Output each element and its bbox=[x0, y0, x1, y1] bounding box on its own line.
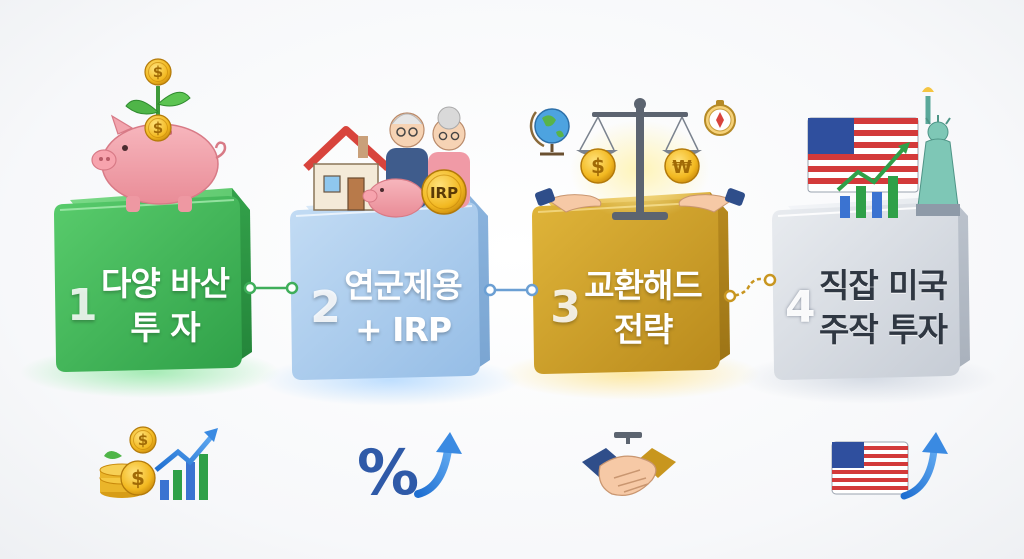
step-4-label: 4 직잡 미국 주작 투자 bbox=[756, 264, 976, 352]
percent-up-arrow-icon: % bbox=[357, 432, 462, 509]
step-1-cube bbox=[54, 188, 252, 372]
step-4-title-line1: 직잡 미국 bbox=[819, 266, 948, 305]
step-1-label: 1 다양 바산 투 자 bbox=[38, 262, 258, 350]
step-3-title-line1: 교환해드 bbox=[584, 266, 702, 305]
us-flag-up-arrow-icon bbox=[831, 432, 948, 500]
dollar-coin-text: $ bbox=[591, 154, 605, 178]
step-2-title-line2: + IRP bbox=[354, 310, 452, 349]
step-1-title-line1: 다양 바산 bbox=[101, 264, 230, 303]
us-flag-top bbox=[807, 117, 919, 193]
step-3-label: 3 교환해드 전략 bbox=[516, 264, 736, 352]
step-3-title-line2: 전략 bbox=[613, 310, 674, 349]
svg-text:$: $ bbox=[153, 119, 163, 137]
connector-2-3 bbox=[483, 283, 539, 297]
step-2-title-line1: 연군제용 bbox=[344, 266, 462, 305]
piggy-bank-money-plant-icon: $ $ bbox=[91, 58, 227, 212]
us-flag-statue-of-liberty-chart-icon bbox=[807, 87, 960, 218]
connector-3-4 bbox=[723, 273, 777, 303]
percent-symbol: % bbox=[357, 436, 419, 509]
svg-text:$: $ bbox=[153, 63, 163, 81]
step-3-number: 3 bbox=[550, 282, 581, 333]
coins-growth-chart-icon: $ $ bbox=[99, 426, 218, 500]
house-retired-couple-piggy-bank-icon: IRP bbox=[303, 106, 470, 218]
handshake-icon bbox=[582, 432, 676, 497]
step-4-number: 4 bbox=[785, 282, 816, 333]
irp-coin-text: IRP bbox=[430, 184, 458, 202]
step-1-number: 1 bbox=[67, 280, 98, 331]
connector-1-2 bbox=[243, 281, 299, 295]
balance-scale-globe-compass-icon: $ ₩ bbox=[529, 98, 746, 220]
won-coin-text: ₩ bbox=[672, 157, 692, 178]
svg-text:$: $ bbox=[131, 466, 145, 490]
svg-text:$: $ bbox=[138, 431, 148, 449]
step-2-number: 2 bbox=[310, 282, 341, 333]
step-2-label: 2 연군제용 + IRP bbox=[276, 264, 496, 352]
step-4-title-line2: 주작 투자 bbox=[819, 310, 948, 349]
step-1-title-line2: 투 자 bbox=[130, 308, 200, 347]
